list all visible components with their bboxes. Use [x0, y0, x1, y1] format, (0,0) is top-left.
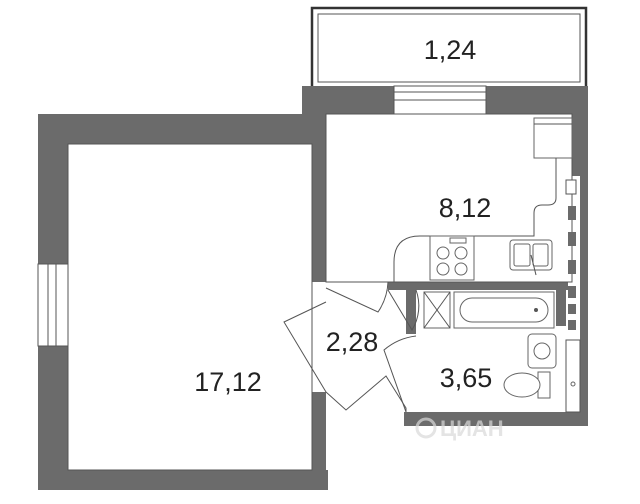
hallway-area-label: 2,28: [326, 327, 379, 357]
pipe-shaft: [565, 339, 581, 413]
stove-icon: [429, 235, 475, 281]
window-kitchen: [393, 85, 487, 115]
kitchen-counter: [393, 158, 557, 282]
bathtub-icon: [453, 291, 555, 329]
radiator-blocks: [565, 179, 577, 330]
watermark-text: ЦИАН: [440, 416, 504, 441]
bathroom-area-label: 3,65: [440, 363, 493, 393]
bathroom-sink-icon: [527, 333, 557, 369]
doors: [283, 281, 420, 413]
inner-outlines: [67, 113, 573, 471]
fridge: [533, 117, 573, 159]
walls: [38, 86, 588, 490]
washing-machine-icon: [423, 291, 451, 329]
balcony-area-label: 1,24: [424, 35, 477, 65]
kitchen-area-label: 8,12: [439, 193, 492, 223]
watermark-logo: ЦИАН: [415, 416, 504, 441]
kitchen-sink-icon: [509, 239, 553, 276]
living-room-area-label: 17,12: [194, 367, 262, 397]
toilet-icon: [503, 371, 551, 399]
window-living-room: [37, 263, 69, 347]
